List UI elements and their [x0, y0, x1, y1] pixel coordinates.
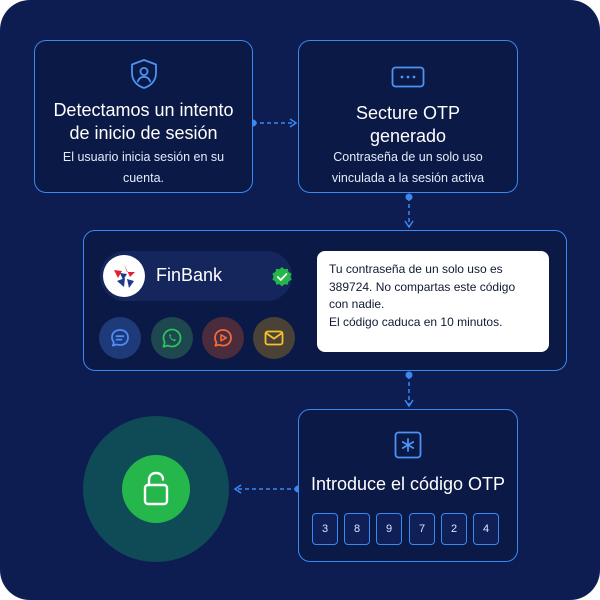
- arrowhead-right: [289, 118, 298, 128]
- step-otp-desc-line1: Contraseña de un solo uso: [333, 150, 483, 164]
- arrowhead-left: [233, 484, 242, 494]
- otp-message-line4: El código caduca en 10 minutos.: [329, 314, 503, 329]
- finbank-logo-icon: [114, 264, 135, 288]
- otp-digit-input[interactable]: 7: [409, 513, 435, 545]
- otp-message-line2: 389724. No compartas este código: [329, 279, 516, 294]
- step-otp-desc-line2: vinculada a la sesión activa: [331, 171, 485, 185]
- unlock-status-halo: [83, 416, 229, 562]
- channel-chat[interactable]: [99, 317, 141, 359]
- bank-header: FinBank: [100, 251, 292, 301]
- bank-name: FinBank: [156, 265, 223, 285]
- password-dots-icon: [391, 66, 425, 88]
- asterisk-icon: [394, 431, 422, 459]
- arrowhead-down: [404, 220, 414, 229]
- step-detect-title-line2: de inicio de sesión: [69, 123, 218, 143]
- email-icon: [264, 330, 284, 346]
- step-otp-description: Contraseña de un solo uso vinculada a la…: [307, 147, 509, 189]
- otp-digit-input[interactable]: 3: [312, 513, 338, 545]
- finbank-logo: [103, 255, 145, 297]
- connector-dot: [405, 193, 413, 201]
- delivery-card: FinBank: [83, 230, 567, 371]
- channel-video[interactable]: [202, 317, 244, 359]
- step-detect-description: El usuario inicia sesión en su cuenta.: [43, 147, 244, 189]
- arrowhead-down: [404, 399, 414, 408]
- channel-email[interactable]: [253, 317, 295, 359]
- otp-message-line3: con nadie.: [329, 297, 385, 311]
- shield-user-icon: [130, 59, 157, 89]
- verified-badge-icon: [272, 267, 292, 287]
- connector-dot: [405, 371, 413, 379]
- unlock-status: [122, 455, 190, 523]
- step-otp-card: Secture OTP generado Contraseña de un so…: [298, 40, 518, 193]
- step-detect-desc-line1: El usuario inicia sesión en su: [62, 150, 225, 164]
- step-enter-card: Introduce el código OTP 3 8 9 7 2 4: [298, 409, 518, 562]
- channel-whatsapp[interactable]: [151, 317, 193, 359]
- step-otp-title-line2: generado: [369, 126, 447, 146]
- step-detect-title: Detectamos un intento de inicio de sesió…: [43, 99, 244, 145]
- video-message-icon: [214, 329, 232, 347]
- otp-digit-input[interactable]: 8: [344, 513, 370, 545]
- step-detect-card: Detectamos un intento de inicio de sesió…: [34, 40, 253, 193]
- step-detect-title-line1: Detectamos un intento: [53, 100, 234, 120]
- otp-digit-input[interactable]: 9: [376, 513, 402, 545]
- unlocked-padlock-icon: [143, 471, 169, 506]
- whatsapp-icon: [162, 328, 182, 348]
- otp-message-bubble: Tu contraseña de un solo uso es 389724. …: [317, 251, 549, 352]
- otp-digit-input[interactable]: 2: [441, 513, 467, 545]
- step-otp-title-line1: Secture OTP: [355, 103, 461, 123]
- otp-digit-input[interactable]: 4: [473, 513, 499, 545]
- chat-icon: [111, 329, 129, 347]
- otp-message-line1: Tu contraseña de un solo uso es: [329, 262, 503, 276]
- step-enter-title: Introduce el código OTP: [310, 474, 506, 494]
- step-detect-desc-line2: cuenta.: [122, 171, 164, 185]
- step-otp-title: Secture OTP generado: [307, 102, 509, 148]
